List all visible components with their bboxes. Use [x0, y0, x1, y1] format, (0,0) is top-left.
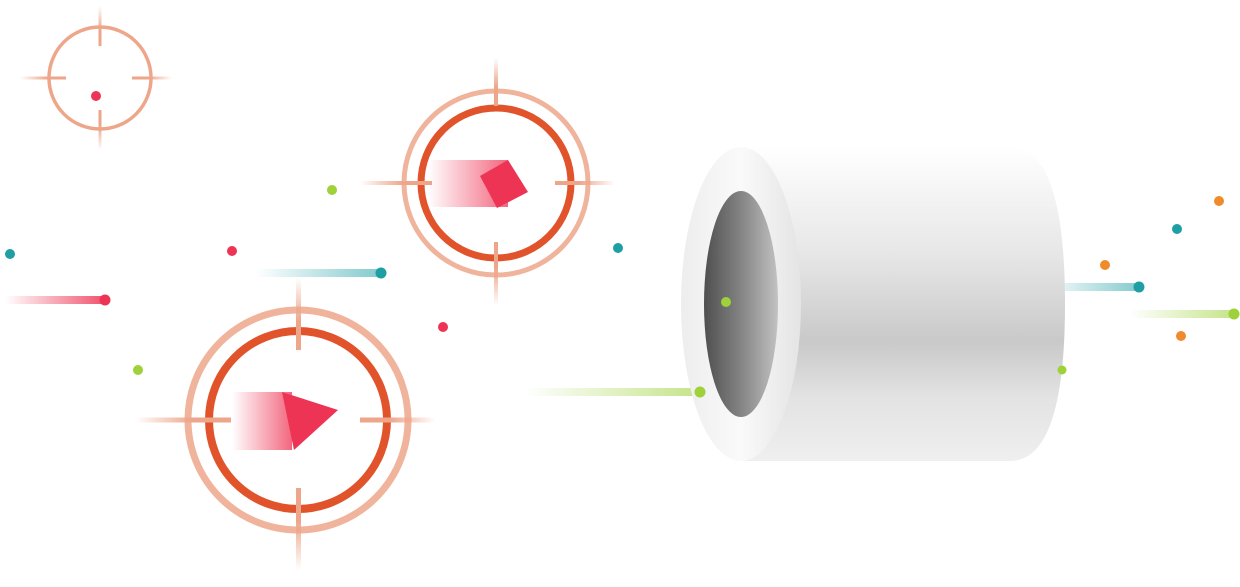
- arrowhead-icon: [232, 392, 338, 450]
- cube-icon: [428, 160, 528, 208]
- dot-icon: [1057, 365, 1067, 375]
- motion-trail: [5, 296, 105, 304]
- dot-icon: [1228, 308, 1240, 320]
- motion-trail: [525, 388, 700, 396]
- dot-icon: [1172, 224, 1182, 234]
- particles: [5, 185, 1240, 398]
- dot-icon: [133, 365, 143, 375]
- dot-icon: [1176, 331, 1186, 341]
- target-lower: [136, 278, 435, 570]
- motion-trail: [1040, 283, 1140, 291]
- dot-icon: [375, 267, 387, 279]
- dot-icon: [721, 297, 731, 307]
- dot-icon: [1100, 260, 1110, 270]
- dot-icon: [99, 294, 111, 306]
- dot-icon: [1133, 281, 1145, 293]
- motion-trails: [5, 269, 1235, 396]
- target-upper: [360, 58, 615, 306]
- dot-icon: [1214, 196, 1224, 206]
- dot-icon: [91, 91, 101, 101]
- motion-trail: [255, 269, 381, 277]
- crosshair-small: [20, 6, 172, 150]
- motion-trail: [1130, 310, 1235, 318]
- dot-icon: [694, 386, 706, 398]
- dot-icon: [5, 249, 15, 259]
- dot-icon: [613, 243, 623, 253]
- dot-icon: [227, 246, 237, 256]
- dot-icon: [438, 322, 448, 332]
- dot-icon: [327, 185, 337, 195]
- cylinder-icon: [681, 147, 1065, 461]
